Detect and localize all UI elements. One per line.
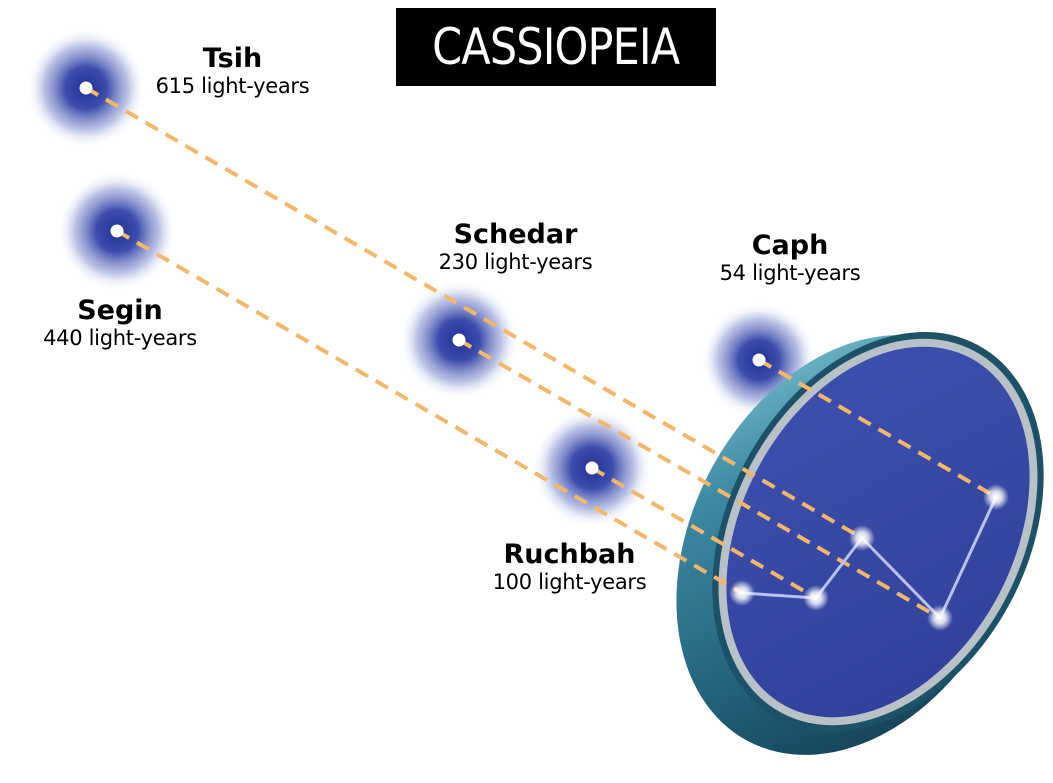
star-distance: 615 light-years — [135, 74, 330, 98]
caph-star — [753, 354, 766, 367]
tsih-lens-star — [849, 525, 875, 551]
star-name: Tsih — [135, 44, 330, 74]
segin-star — [111, 225, 124, 238]
star-name: Caph — [700, 231, 880, 261]
caph-lens-star — [983, 484, 1009, 510]
label-tsih: Tsih 615 light-years — [135, 44, 330, 98]
label-schedar: Schedar 230 light-years — [413, 220, 618, 274]
star-distance: 230 light-years — [413, 250, 618, 274]
star-name: Schedar — [413, 220, 618, 250]
star-name: Segin — [20, 296, 220, 326]
schedar-lens-star — [927, 605, 953, 631]
star-cores — [80, 82, 766, 475]
label-segin: Segin 440 light-years — [20, 296, 220, 350]
tsih-star — [80, 82, 93, 95]
label-ruchbah: Ruchbah 100 light-years — [467, 540, 672, 594]
ruchbah-lens-star — [803, 585, 829, 611]
star-distance: 100 light-years — [467, 570, 672, 594]
star-name: Ruchbah — [467, 540, 672, 570]
diagram-title: CASSIOPEIA — [432, 18, 679, 76]
title-banner: CASSIOPEIA — [396, 8, 716, 86]
segin-lens-star — [729, 580, 755, 606]
schedar-star — [453, 334, 466, 347]
lens — [607, 274, 1053, 783]
star-distance: 54 light-years — [700, 261, 880, 285]
ruchbah-star — [586, 462, 599, 475]
star-distance: 440 light-years — [20, 326, 220, 350]
label-caph: Caph 54 light-years — [700, 231, 880, 285]
